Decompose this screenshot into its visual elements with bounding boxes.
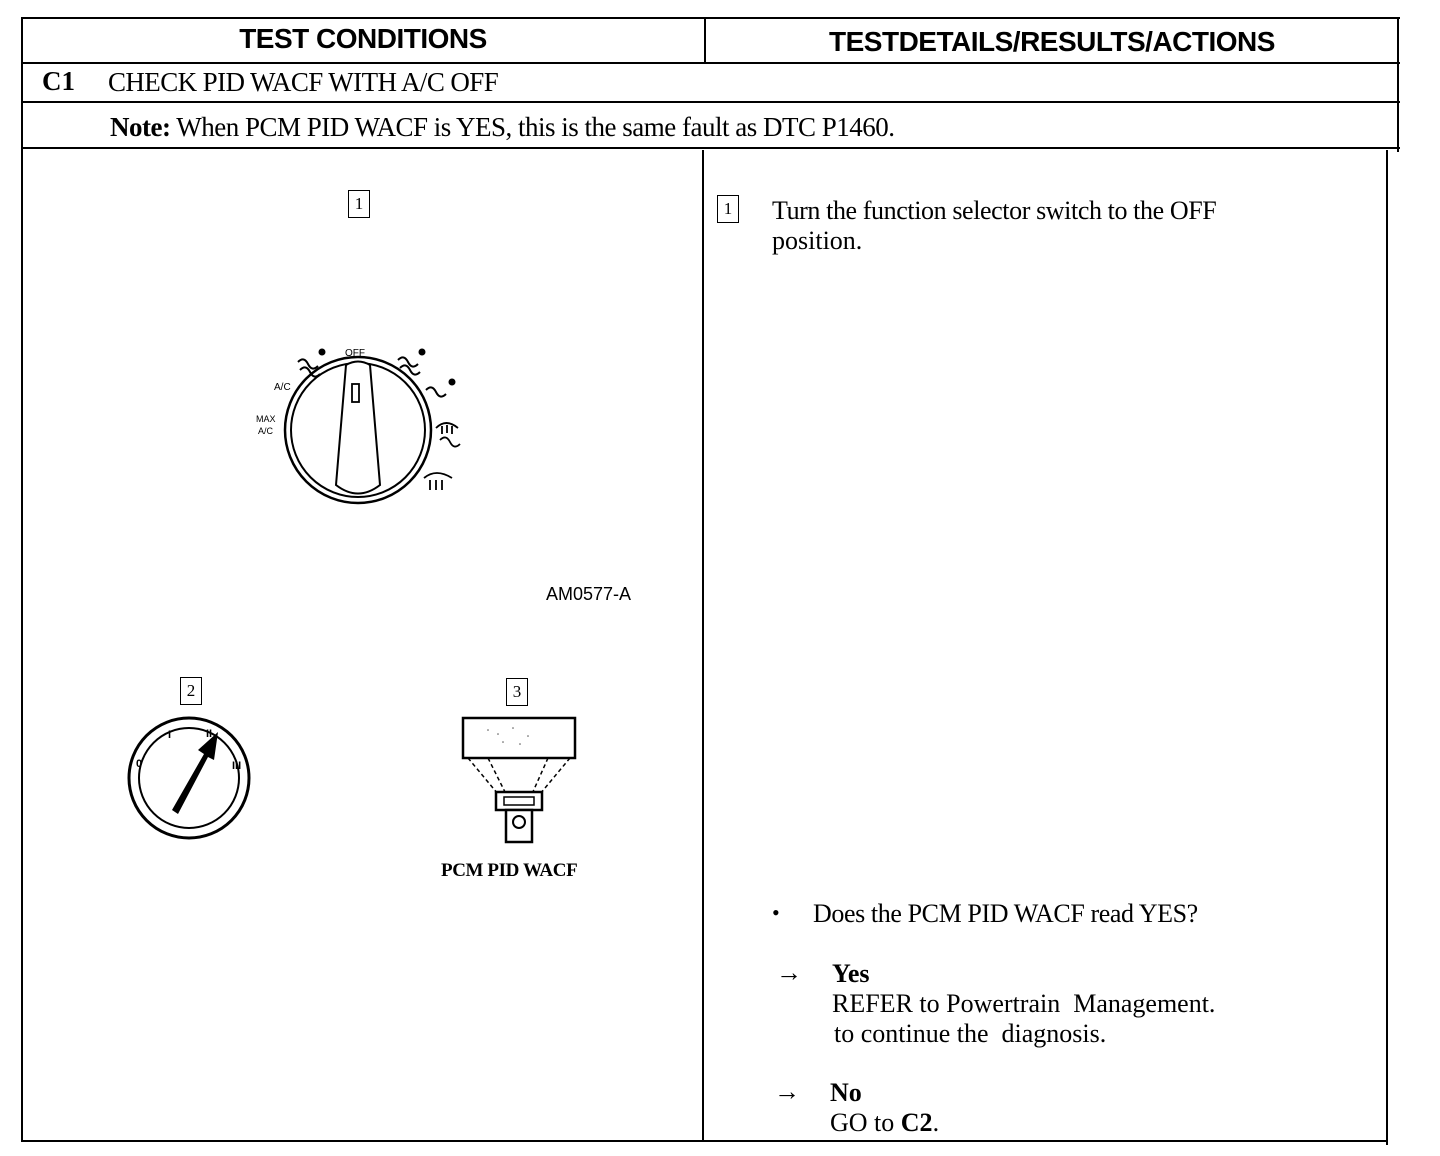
dial-label-off: OFF	[345, 348, 365, 359]
dial-label-max-line1: MAX	[256, 414, 276, 424]
dial-label-ac: A/C	[274, 382, 291, 393]
floor-vent-icon	[425, 378, 456, 398]
figure3-step-number: 3	[506, 678, 528, 706]
ignition-label-lock: 0	[136, 758, 143, 770]
dial-knob	[334, 360, 382, 495]
ignition-switch-diagram	[127, 716, 251, 840]
right-step1-number: 1	[717, 195, 739, 223]
no-action-ref: C2	[900, 1108, 933, 1137]
right-step1-line2: position.	[772, 226, 863, 255]
ignition-label-start: III	[232, 760, 242, 772]
note-label: Note:	[110, 112, 171, 142]
dial-label-max-line2: A/C	[258, 426, 274, 436]
note-text: When PCM PID WACF is YES, this is the sa…	[176, 112, 895, 142]
column-header-test-conditions: TEST CONDITIONS	[239, 23, 487, 54]
scan-tool-display-dots	[487, 727, 529, 745]
panel-vent-icon	[297, 348, 326, 378]
border-top	[21, 17, 1400, 19]
yes-label: Yes	[832, 959, 870, 988]
no-action-prefix: GO to	[830, 1108, 901, 1137]
yes-action-line2: to continue the diagnosis.	[834, 1019, 1107, 1048]
scan-tool-diagram	[461, 716, 577, 844]
no-action-suffix: .	[932, 1108, 940, 1137]
border-right-lower	[1386, 150, 1388, 1145]
yes-arrow: →	[776, 958, 802, 987]
figure-code: AM0577-A	[546, 584, 632, 604]
column-divider-body	[702, 150, 704, 1142]
no-action: GO to C2.	[830, 1108, 939, 1138]
separator-header	[21, 62, 1400, 64]
ignition-label-run: II	[206, 728, 213, 740]
dial-indicator	[351, 383, 360, 403]
figure1-step-number: 1	[348, 190, 370, 218]
question-bullet: •	[772, 900, 780, 925]
column-header-test-details: TESTDETAILS/RESULTS/ACTIONS	[829, 26, 1275, 57]
scan-tool-caption: PCM PID WACF	[441, 860, 578, 881]
step-id: C1	[42, 66, 75, 96]
question-text: Does the PCM PID WACF read YES?	[813, 899, 1198, 928]
yes-action-line1: REFER to Powertrain Management.	[832, 989, 1216, 1018]
scan-tool-handle	[504, 808, 534, 844]
note-row: Note: When PCM PID WACF is YES, this is …	[110, 110, 895, 144]
dial-outer-ring	[283, 355, 433, 505]
figure2-step-number: 2	[180, 677, 202, 705]
scan-tool-head	[494, 790, 544, 812]
no-arrow: →	[774, 1077, 800, 1106]
separator-note	[21, 147, 1400, 149]
no-label: No	[830, 1078, 862, 1107]
ignition-label-acc: I	[168, 729, 172, 741]
defrost-icon	[423, 472, 453, 490]
ignition-key-arrow	[172, 732, 218, 814]
column-divider-header	[704, 17, 706, 63]
border-left	[21, 17, 23, 1142]
ignition-outer-ring	[127, 716, 251, 840]
bilevel-vent-icon	[397, 348, 426, 376]
step-title: CHECK PID WACF WITH A/C OFF	[108, 67, 499, 97]
ignition-inner-ring	[138, 727, 240, 829]
floor-defrost-icon	[435, 422, 461, 448]
scan-tool-display	[461, 716, 577, 760]
border-right-upper	[1397, 17, 1399, 152]
function-selector-dial-diagram	[283, 348, 461, 505]
border-bottom	[21, 1140, 1388, 1142]
separator-step-title	[21, 101, 1400, 103]
right-step1-line1: Turn the function selector switch to the…	[772, 196, 1217, 225]
